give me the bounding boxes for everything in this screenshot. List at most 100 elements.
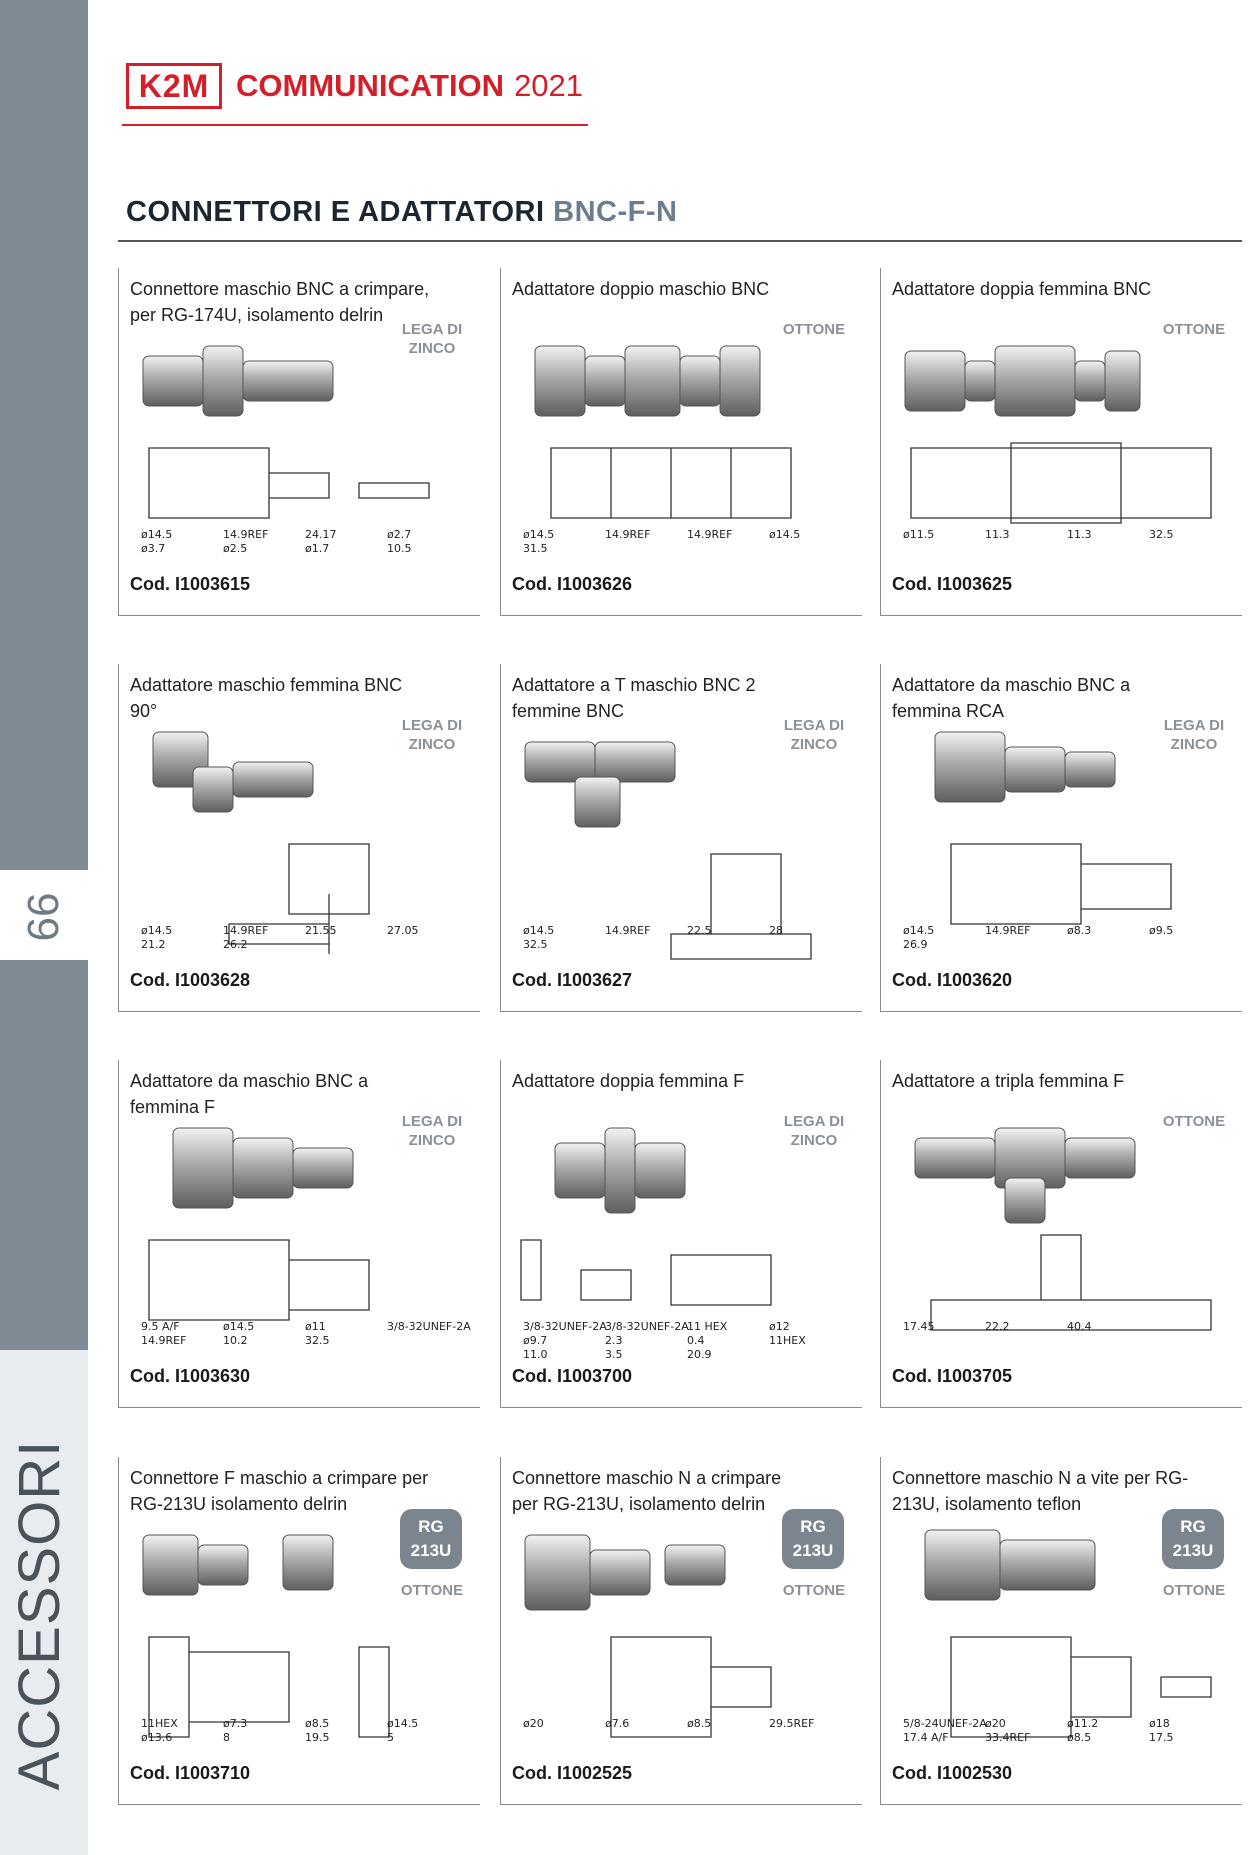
- page-title-main: CONNETTORI E ADATTATORI: [126, 196, 554, 228]
- product-code: Cod. I1003626: [512, 574, 633, 594]
- product-code: Cod. I1003700: [512, 1366, 633, 1386]
- dimension-label: 2.3: [605, 1334, 623, 1347]
- product-photo: [142, 345, 334, 417]
- product-card: Connettore maschio N a vite per RG-213U,…: [880, 1457, 1242, 1805]
- dimension-label: 3/8-32UNEF-2A: [605, 1320, 689, 1333]
- dimension-label: 33.4REF: [985, 1731, 1030, 1744]
- dimension-label: 14.9REF: [141, 1334, 186, 1347]
- dimension-label: 5: [387, 1731, 394, 1744]
- brand-header: K2M COMMUNICATION 2021: [126, 58, 583, 114]
- dimension-label: 24.17: [305, 528, 337, 541]
- dimension-label: 3/8-32UNEF-2A: [387, 1320, 471, 1333]
- dimension-label: ø14.5: [523, 528, 554, 541]
- sidebar-light-band: [0, 1350, 88, 1855]
- dimension-label: ø7.3: [223, 1717, 247, 1730]
- product-card: Adattatore da maschio BNC a femmina RCA L…: [880, 664, 1242, 1012]
- dimension-label: 14.9REF: [223, 528, 268, 541]
- page-title-accent: BNC-F-N: [553, 196, 678, 228]
- dimension-label: 14.9REF: [687, 528, 732, 541]
- material-label: OTTONE: [400, 1582, 464, 1599]
- dimension-label: 27.05: [387, 924, 419, 937]
- cable-type-badge: RG 213U: [782, 1509, 844, 1569]
- dimension-label: ø14.5: [223, 1320, 254, 1333]
- dimension-label: 10.5: [387, 542, 412, 555]
- product-photo: [554, 1127, 686, 1214]
- dimension-label: 26.2: [223, 938, 248, 951]
- dimension-label: ø13.6: [141, 1731, 172, 1744]
- product-photo: [914, 1127, 1136, 1224]
- dimension-label: 10.2: [223, 1334, 248, 1347]
- dimension-label: 11HEX: [141, 1717, 178, 1730]
- dimension-label: 8: [223, 1731, 230, 1744]
- product-title: Adattatore da maschio BNC a femmina RCA: [892, 675, 1131, 721]
- sidebar-band: [0, 0, 88, 870]
- dimension-label: 21.2: [141, 938, 166, 951]
- dimension-label: 19.5: [305, 1731, 330, 1744]
- cable-type-badge: RG 213U: [400, 1509, 462, 1569]
- dimension-label: 32.5: [523, 938, 548, 951]
- dimension-label: ø20: [985, 1717, 1006, 1730]
- product-code: Cod. I1003620: [892, 970, 1013, 990]
- dimension-label: 29.5REF: [769, 1717, 814, 1730]
- material-label: OTTONE: [1162, 1582, 1226, 1599]
- page-title: CONNETTORI E ADATTATORI BNC-F-N: [126, 196, 677, 229]
- product-photo: [904, 345, 1141, 417]
- dimension-label: ø8.5: [1067, 1731, 1091, 1744]
- dimension-label: 14.9REF: [605, 924, 650, 937]
- dimension-label: ø1.7: [305, 542, 329, 555]
- product-code: Cod. I1003705: [892, 1366, 1013, 1386]
- technical-drawing: 17.45 22.2 40.4: [903, 1234, 1212, 1333]
- dimension-label: 11 HEX: [687, 1320, 728, 1333]
- dimension-label: 11HEX: [769, 1334, 806, 1347]
- dimension-label: 0.4: [687, 1334, 705, 1347]
- product-code: Cod. I1003625: [892, 574, 1013, 594]
- product-card: Connettore maschio N a crimpare per RG-2…: [500, 1457, 862, 1805]
- title-rule: [118, 240, 1242, 242]
- product-code: Cod. I1003710: [130, 1763, 251, 1783]
- section-label: ACCESSORI: [7, 1439, 72, 1791]
- product-title: Adattatore doppia femmina BNC: [892, 279, 1152, 299]
- dimension-label: 14.9REF: [985, 924, 1030, 937]
- dimension-label: ø2.7: [387, 528, 411, 541]
- dimension-label: 22.2: [985, 1320, 1010, 1333]
- product-title: Connettore maschio BNC a crimpare, per R…: [130, 279, 430, 325]
- product-card: Adattatore a T maschio BNC 2 femmine BNC…: [500, 664, 862, 1012]
- dimension-label: 5/8-24UNEF-2A: [903, 1717, 987, 1730]
- dimension-label: 14.9REF: [223, 924, 268, 937]
- dimension-label: 28: [769, 924, 783, 937]
- product-title: Adattatore a T maschio BNC 2 femmine BNC: [512, 675, 756, 721]
- dimension-label: ø9.7: [523, 1334, 547, 1347]
- material-label: LEGA DI ZINCO: [1163, 717, 1225, 753]
- dimension-label: 32.5: [1149, 528, 1174, 541]
- product-card: Adattatore maschio femmina BNC 90°LEGA D…: [118, 664, 480, 1012]
- dimension-label: 40.4: [1067, 1320, 1092, 1333]
- dimension-label: ø12: [769, 1320, 790, 1333]
- product-card: Connettore F maschio a crimpare per RG-2…: [118, 1457, 480, 1805]
- dimension-label: 3.5: [605, 1348, 623, 1361]
- dimension-label: 17.45: [903, 1320, 935, 1333]
- dimension-label: 22.5: [687, 924, 712, 937]
- product-code: Cod. I1003630: [130, 1366, 251, 1386]
- product-code: Cod. I1002525: [512, 1763, 633, 1783]
- dimension-label: 20.9: [687, 1348, 712, 1361]
- product-code: Cod. I1003615: [130, 574, 251, 594]
- product-title: Connettore maschio N a crimpare per RG-2…: [512, 1468, 782, 1514]
- product-title: Adattatore da maschio BNC a femmina F: [130, 1071, 369, 1117]
- product-title: Adattatore doppia femmina F: [512, 1071, 745, 1091]
- dimension-label: 32.5: [305, 1334, 330, 1347]
- dimension-label: ø9.5: [1149, 924, 1173, 937]
- dimension-label: 11.3: [985, 528, 1010, 541]
- dimension-label: ø14.5: [903, 924, 934, 937]
- dimension-label: 17.4 A/F: [903, 1731, 949, 1744]
